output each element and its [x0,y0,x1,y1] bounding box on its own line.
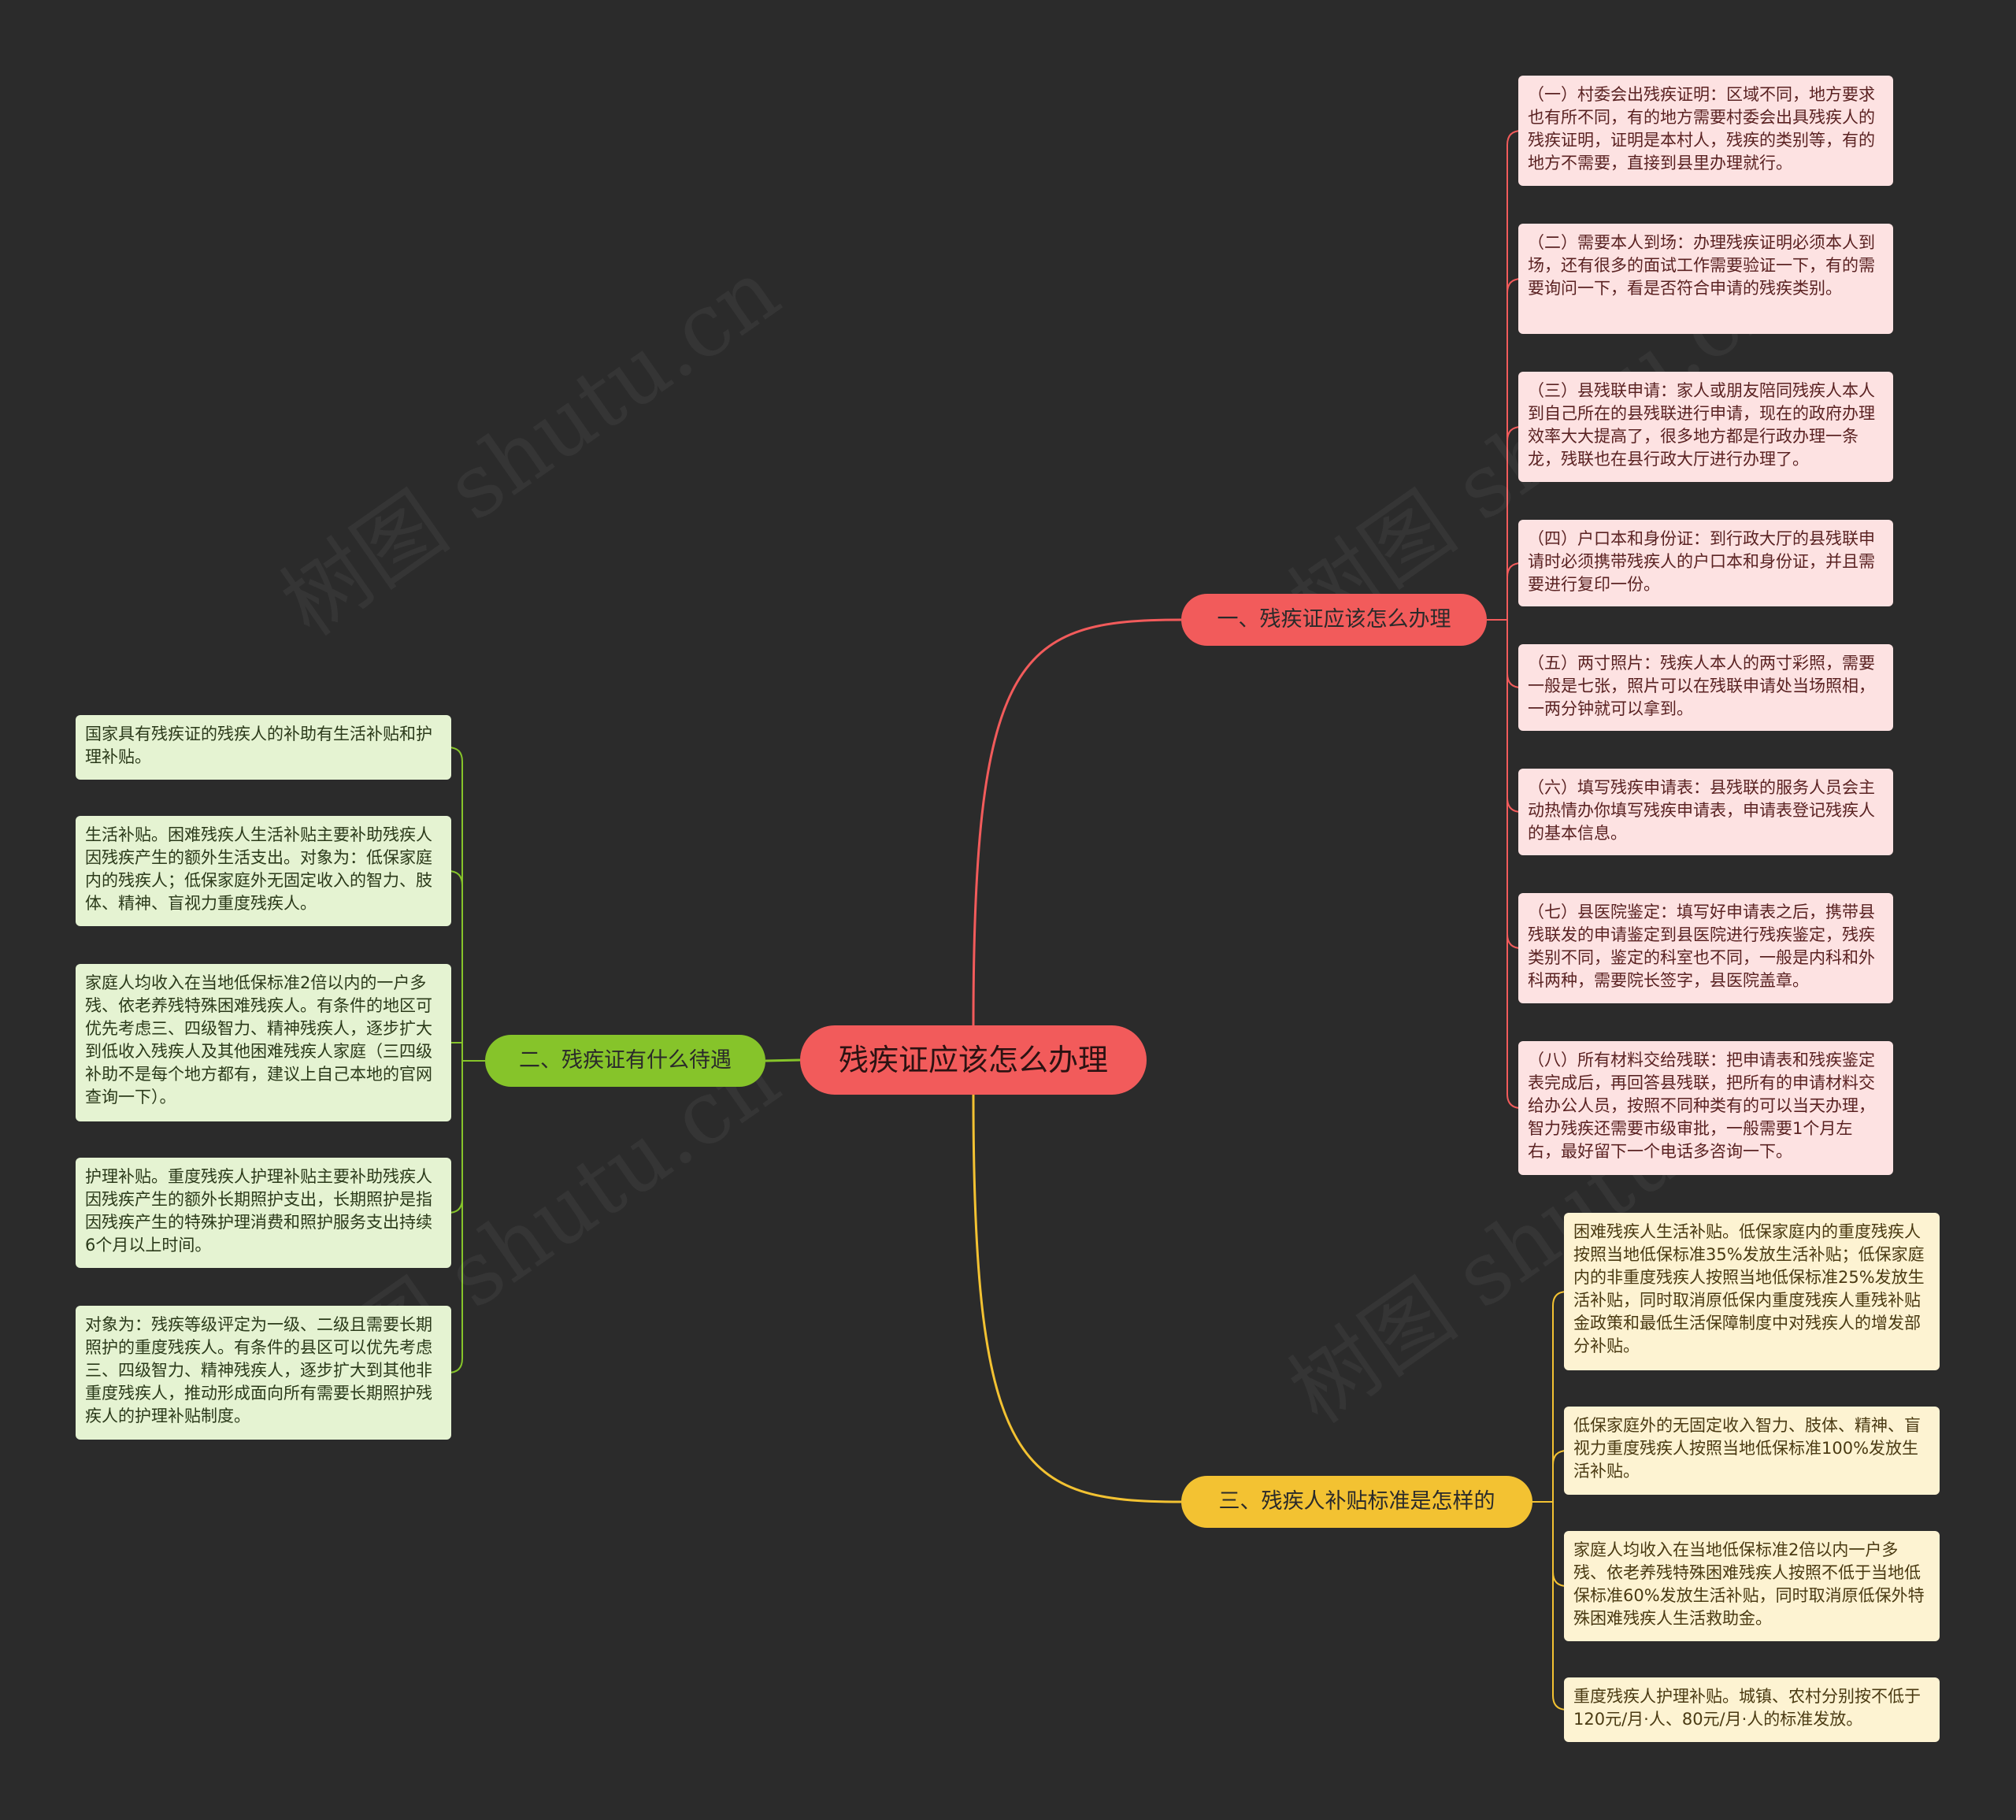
leaf-standard-3[interactable]: 家庭人均收入在当地低保标准2倍以内一户多残、依老养残特殊困难残疾人按照不低于当地… [1564,1531,1940,1641]
root-topic[interactable]: 残疾证应该怎么办理 [800,1025,1147,1095]
leaf-step-6[interactable]: （六）填写残疾申请表：县残联的服务人员会主动热情办你填写残疾申请表，申请表登记残… [1518,769,1893,855]
leaf-step-5[interactable]: （五）两寸照片：残疾人本人的两寸彩照，需要一般是七张，照片可以在残联申请处当场照… [1518,644,1893,731]
leaf-benefit-5[interactable]: 对象为：残疾等级评定为一级、二级且需要长期照护的重度残疾人。有条件的县区可以优先… [76,1306,451,1440]
root-to-branch-2-link [765,1058,801,1062]
branch-how-to-apply[interactable]: 一、残疾证应该怎么办理 [1181,594,1487,646]
leaf-step-8[interactable]: （八）所有材料交给残联：把申请表和残疾鉴定表完成后，再回答县残联，把所有的申请材… [1518,1041,1893,1175]
branch-2-leaf-link-3 [451,1042,463,1061]
leaf-standard-1[interactable]: 困难残疾人生活补贴。低保家庭内的重度残疾人按照当地低保标准35%发放生活补贴；低… [1564,1213,1940,1370]
leaf-step-3[interactable]: （三）县残联申请：家人或朋友陪同残疾人本人到自己所在的县残联进行申请，现在的政府… [1518,372,1893,482]
leaf-benefit-3[interactable]: 家庭人均收入在当地低保标准2倍以内的一户多残、依老养残特殊困难残疾人。有条件的地… [76,964,451,1121]
leaf-standard-4[interactable]: 重度残疾人护理补贴。城镇、农村分别按不低于120元/月·人、80元/月·人的标准… [1564,1677,1940,1742]
root-to-branch-1-link [972,618,1182,1026]
leaf-step-4[interactable]: （四）户口本和身份证：到行政大厅的县残联申请时必须携带残疾人的户口本和身份证，并… [1518,520,1893,606]
root-to-branch-3-link [972,1094,1182,1503]
leaf-standard-2[interactable]: 低保家庭外的无固定收入智力、肢体、精神、盲视力重度残疾人按照当地低保标准100%… [1564,1407,1940,1495]
leaf-benefit-2[interactable]: 生活补贴。困难残疾人生活补贴主要补助残疾人因残疾产生的额外生活支出。对象为：低保… [76,816,451,926]
leaf-benefit-1[interactable]: 国家具有残疾证的残疾人的补助有生活补贴和护理补贴。 [76,715,451,780]
leaf-step-7[interactable]: （七）县医院鉴定：填写好申请表之后，携带县残联发的申请鉴定到县医院进行残疾鉴定，… [1518,893,1893,1003]
leaf-step-2[interactable]: （二）需要本人到场：办理残疾证明必须本人到场，还有很多的面试工作需要验证一下，有… [1518,224,1893,334]
branch-subsidy-standards[interactable]: 三、残疾人补贴标准是怎样的 [1181,1476,1532,1528]
branch-benefits[interactable]: 二、残疾证有什么待遇 [485,1035,765,1087]
leaf-benefit-4[interactable]: 护理补贴。重度残疾人护理补贴主要补助残疾人因残疾产生的额外长期照护支出，长期照护… [76,1158,451,1268]
leaf-step-1[interactable]: （一）村委会出残疾证明：区域不同，地方要求也有所不同，有的地方需要村委会出具残疾… [1518,76,1893,186]
